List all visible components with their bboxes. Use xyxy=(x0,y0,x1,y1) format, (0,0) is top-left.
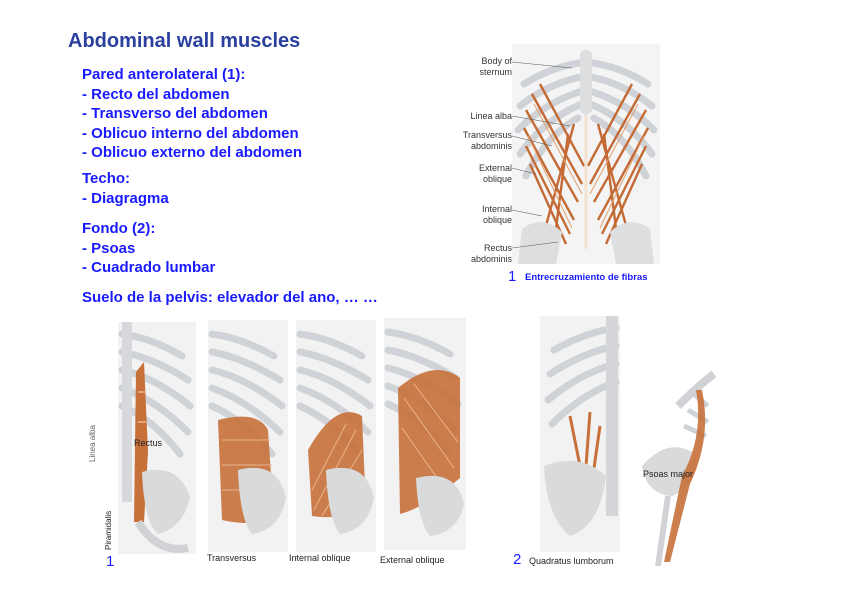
label-external-oblique: External oblique xyxy=(478,163,512,184)
bottom-left-number: 1 xyxy=(106,553,115,570)
rectus-illustration xyxy=(118,322,196,554)
caption-internal-oblique: Internal oblique xyxy=(289,553,351,563)
psoas-illustration xyxy=(638,366,724,566)
caption-external-oblique: External oblique xyxy=(380,555,445,565)
pelvis-floor-text: Suelo de la pelvis: elevador del ano, … … xyxy=(82,289,378,306)
label-rectus: Rectus xyxy=(134,438,163,448)
list-item: - Oblicuo interno del abdomen xyxy=(82,124,299,142)
label-psoas-major: Psoas major xyxy=(643,469,694,479)
figure1-caption: Entrecruzamiento de fibras xyxy=(525,272,648,283)
list-item: - Cuadrado lumbar xyxy=(82,259,216,276)
label-linea-alba-vertical: Linea alba xyxy=(88,425,97,462)
label-linea-alba: Linea alba xyxy=(470,111,512,121)
external-oblique-illustration xyxy=(384,318,466,550)
figure1-leader-lines xyxy=(512,61,573,249)
figure1-number: 1 xyxy=(508,268,517,285)
anterolateral-heading: Pared anterolateral (1): xyxy=(82,66,246,83)
list-item: - Transverso del abdomen xyxy=(82,105,268,122)
caption-quadratus-lumborum: Quadratus lumborum xyxy=(529,556,614,566)
label-rectus-abdominis: Rectus abdominis xyxy=(470,243,512,264)
floor-heading: Fondo (2): xyxy=(82,220,156,237)
roof-heading: Techo: xyxy=(82,170,131,187)
label-internal-oblique: Internal oblique xyxy=(481,204,512,225)
internal-oblique-illustration xyxy=(296,320,376,552)
list-item: - Recto del abdomen xyxy=(82,85,230,103)
figure1-illustration xyxy=(512,44,660,264)
transversus-illustration xyxy=(208,320,288,552)
floor-section: Fondo (2): - Psoas - Cuadrado lumbar xyxy=(82,219,215,278)
caption-transversus: Transversus xyxy=(207,553,257,563)
label-transversus-abdominis: Transversus abdominis xyxy=(462,130,512,151)
list-item: - Psoas xyxy=(82,239,136,257)
page-title: Abdominal wall muscles xyxy=(68,30,301,52)
anterolateral-section: Pared anterolateral (1): - Recto del abd… xyxy=(82,65,302,163)
roof-section: Techo: - Diagragma xyxy=(82,169,169,208)
quadratus-lumborum-illustration xyxy=(540,316,620,552)
list-item: - Oblicuo externo del abdomen xyxy=(82,144,303,161)
list-item: - Diagragma xyxy=(82,189,169,207)
bottom-right-number: 2 xyxy=(513,551,522,568)
label-piramidalis: Piramidalis xyxy=(104,510,113,550)
label-body-of-sternum: Body of sternum xyxy=(479,56,512,77)
